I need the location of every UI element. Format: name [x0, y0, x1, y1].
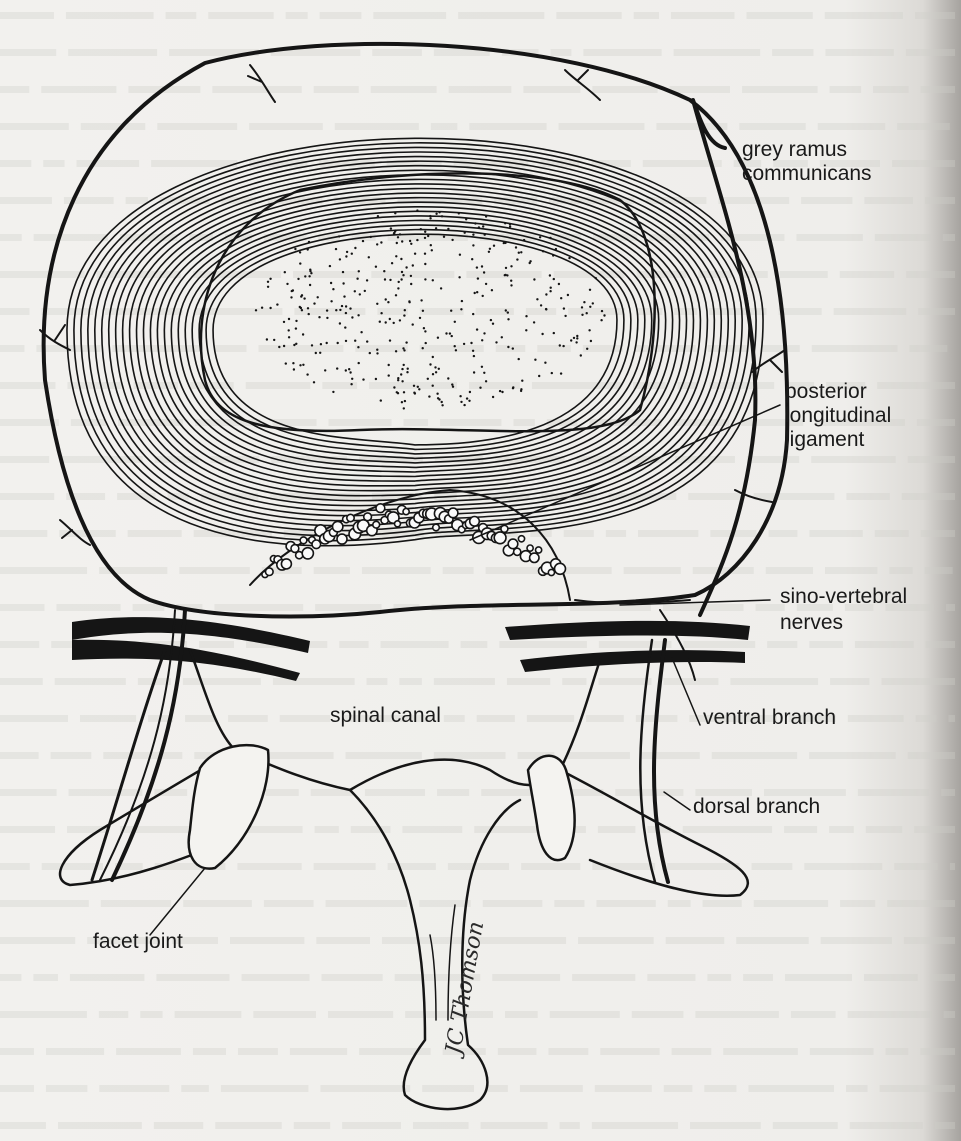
- facet-joints: [189, 745, 575, 868]
- label-grey-ramus: grey ramus communicans: [742, 138, 872, 186]
- label-dorsal-branch: dorsal branch: [693, 795, 820, 819]
- right-branches: [640, 640, 668, 882]
- left-nerve-root: [72, 617, 310, 681]
- label-posterior-ligament: posterior longitudinal ligament: [785, 380, 891, 452]
- label-facet-joint: facet joint: [93, 930, 183, 954]
- label-ventral-branch: ventral branch: [703, 706, 836, 730]
- label-sino-vertebral: sino-vertebral nerves: [780, 585, 907, 635]
- annulus-lamellae: [67, 138, 763, 545]
- right-nerve-root: [505, 621, 750, 672]
- label-spinal-canal: spinal canal: [330, 704, 441, 728]
- sino-vertebral-lines: [575, 600, 695, 680]
